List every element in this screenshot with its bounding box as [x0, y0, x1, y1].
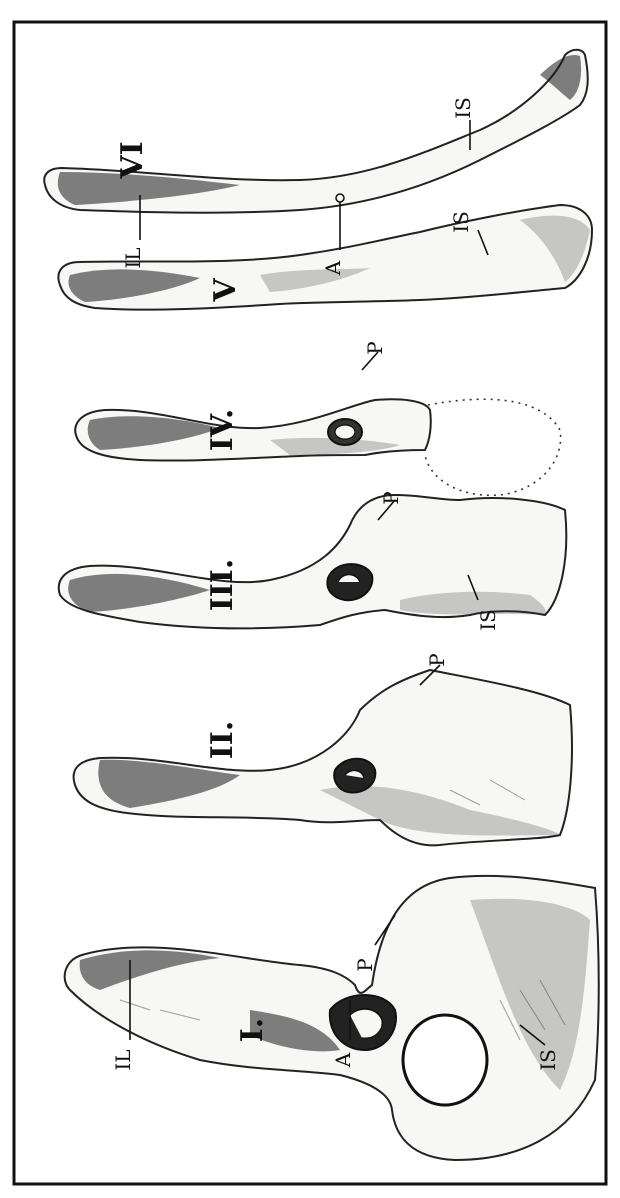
figure-2: II. P [74, 653, 572, 845]
figure-6-numeral: VI [115, 141, 150, 179]
figure-2-label-pubis: P [425, 653, 449, 666]
figure-3-label-ischium: IS [476, 609, 500, 631]
figure-5-label-ischium: IS [449, 211, 473, 233]
figure-6-label-ischium: IS [451, 97, 475, 119]
figure-6-label-acetabulum: A [321, 260, 345, 276]
figure-4-numeral: IV. [205, 409, 240, 452]
figure-3-numeral: III. [205, 559, 240, 612]
figure-1-label-ischium: IS [536, 1049, 560, 1071]
figure-1-label-acetabulum: A [331, 1052, 355, 1068]
figure-1: I. IL A P IS [65, 876, 599, 1160]
figure-6-label-ilium: IL [121, 247, 145, 268]
figure-1-obturator-foramen [403, 1015, 487, 1105]
figure-4-label-pubis: P [363, 341, 387, 354]
figure-3-acetabulum [327, 564, 372, 600]
figure-1-label-pubis: P [353, 958, 377, 971]
figure-5-numeral: V [208, 278, 243, 303]
figure-1-label-ilium: IL [111, 1049, 135, 1070]
figure-2-numeral: II. [205, 721, 240, 760]
figure-4: IV. P [75, 341, 560, 495]
figure-4-missing-outline [425, 399, 561, 495]
figure-3: III. P IS [59, 491, 567, 631]
figure-3-label-pubis: P [379, 491, 403, 504]
figure-1-numeral: I. [235, 1018, 270, 1042]
